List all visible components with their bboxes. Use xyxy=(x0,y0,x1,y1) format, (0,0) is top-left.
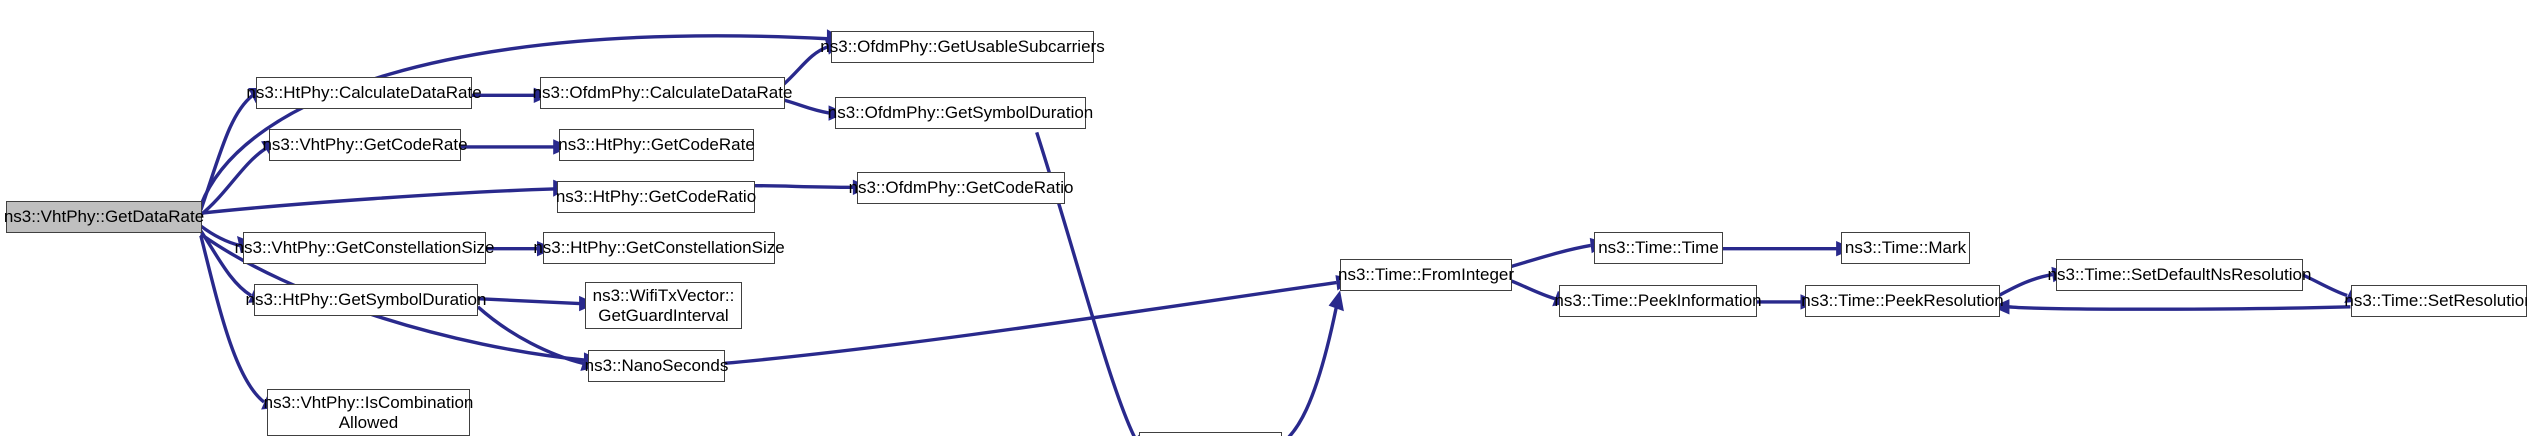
graph-node[interactable]: ns3::HtPhy::GetCodeRatio xyxy=(556,181,756,213)
graph-node[interactable]: ns3::Time::SetResolution xyxy=(2344,285,2527,317)
graph-node[interactable]: ns3::HtPhy::GetConstellationSize xyxy=(533,232,785,264)
graph-node[interactable]: ns3::VhtPhy::GetCodeRate xyxy=(262,129,468,161)
graph-node[interactable]: ns3::Time::Mark xyxy=(1841,232,1970,264)
graph-node[interactable]: ns3::WifiTxVector:: GetGuardInterval xyxy=(585,282,742,329)
graph-node[interactable]: ns3::HtPhy::CalculateDataRate xyxy=(246,77,482,109)
graph-node[interactable]: ns3::HtPhy::GetCodeRate xyxy=(558,129,755,161)
graph-node[interactable]: ns3::OfdmPhy::GetCodeRatio xyxy=(849,172,1073,204)
graph-node[interactable]: ns3::HtPhy::GetSymbolDuration xyxy=(246,284,486,316)
graph-node[interactable]: ns3::Time::Time xyxy=(1594,232,1723,264)
graph-node[interactable]: ns3::Time::FromInteger xyxy=(1338,259,1514,291)
graph-node[interactable]: ns3::Time::PeekResolution xyxy=(1801,285,2004,317)
graph-node[interactable]: ns3::OfdmPhy::GetSymbolDuration xyxy=(828,97,1093,129)
graph-node[interactable]: ns3::VhtPhy::GetConstellationSize xyxy=(235,232,494,264)
graph-node[interactable]: ns3::VhtPhy::IsCombination Allowed xyxy=(264,389,473,436)
graph-node[interactable]: ns3::NanoSeconds xyxy=(585,350,728,382)
graph-node[interactable]: ns3::MicroSeconds xyxy=(1139,432,1282,436)
graph-node[interactable]: ns3::OfdmPhy::GetUsableSubcarriers xyxy=(820,31,1105,63)
graph-node-root[interactable]: ns3::VhtPhy::GetDataRate xyxy=(4,201,204,233)
graph-node[interactable]: ns3::Time::SetDefaultNsResolution xyxy=(2048,259,2311,291)
graph-node[interactable]: ns3::OfdmPhy::CalculateDataRate xyxy=(533,77,792,109)
graph-node[interactable]: ns3::Time::PeekInformation xyxy=(1554,285,1762,317)
